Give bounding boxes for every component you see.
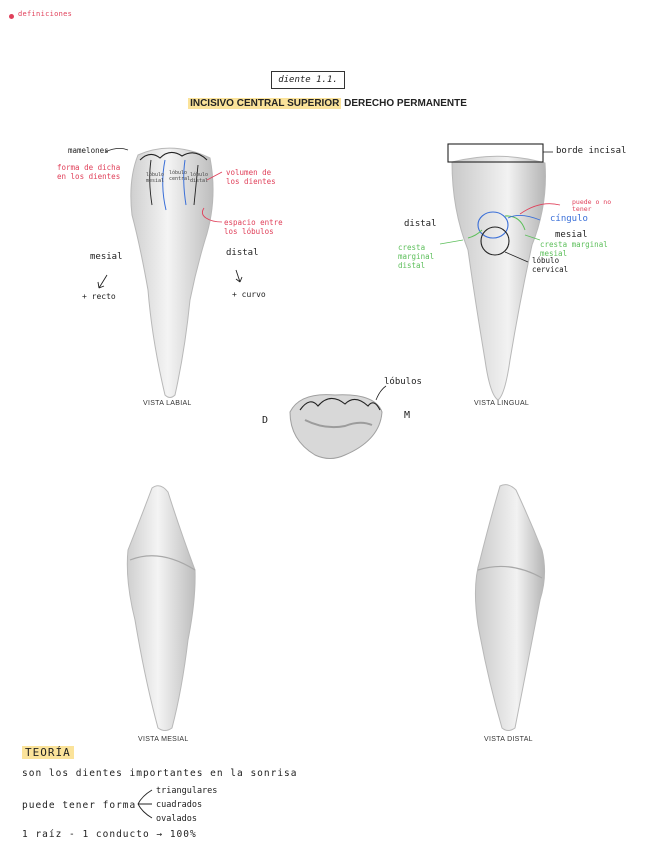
lingual-view-label: VISTA LINGUAL [474, 400, 530, 407]
labial-tooth [130, 147, 214, 398]
teoria-line-1: son los dientes importantes en la sonris… [22, 768, 298, 779]
curvo-arrow [235, 269, 243, 283]
distal-tooth [474, 484, 546, 731]
borde-incisal-box [447, 143, 544, 163]
teoria-line-2: puede tener forma [22, 800, 137, 811]
cingulo-arrow [507, 215, 541, 221]
teoria-line-3: 1 raíz - 1 conducto → 100% [22, 829, 197, 840]
note-m: M [404, 410, 411, 421]
note-curvo: + curvo [232, 290, 266, 299]
note-lobulos: lóbulos [384, 377, 422, 387]
lobe-mesial-label: lóbulo mesial [146, 172, 165, 184]
cresta-mesial-arrow [524, 234, 541, 241]
lobe-distal-label: lóbulo distal [190, 172, 209, 184]
note-d: D [262, 415, 269, 426]
page-title: INCISIVO CENTRAL SUPERIOR DERECHO PERMAN… [0, 98, 655, 109]
labial-view-label: VISTA LABIAL [143, 400, 192, 407]
espacio-arrow [205, 217, 223, 223]
incisal-tooth [289, 394, 383, 459]
cresta-distal-arrow [439, 239, 464, 245]
legend-dot [9, 14, 14, 19]
mamelones-arrow [104, 148, 129, 153]
note-volumen: volumen de los dientes [226, 168, 276, 186]
note-lingual-distal: distal [404, 219, 437, 229]
mesial-view-label: VISTA MESIAL [138, 736, 189, 743]
note-lobulo-cervical: lóbulo cervical [532, 256, 569, 274]
recto-arrow [97, 274, 108, 289]
note-mesial: mesial [90, 252, 123, 262]
note-cresta-mesial: cresta marginal mesial [540, 240, 608, 258]
form-triangulares: triangulares [156, 786, 218, 796]
lobe-central-label: lóbulo central [169, 170, 191, 182]
title-rest: DERECHO PERMANENTE [341, 98, 467, 109]
note-borde-incisal: borde incisal [556, 146, 627, 156]
note-forma: forma de dicha en los dientes [57, 163, 121, 181]
puede-arrow [519, 203, 561, 215]
note-espacio: espacio entre los lóbulos [224, 218, 283, 236]
tooth-code: diente 1.1. [271, 71, 345, 89]
note-puede-tener: puede o no tener [572, 198, 612, 213]
note-lingual-mesial: mesial [555, 230, 588, 240]
note-cresta-distal: cresta marginal distal [398, 243, 435, 270]
form-cuadrados: cuadrados [156, 800, 203, 810]
note-distal: distal [226, 248, 259, 258]
form-ovalados: ovalados [156, 814, 197, 824]
title-highlight: INCISIVO CENTRAL SUPERIOR [188, 98, 342, 109]
forms-brace [137, 789, 153, 819]
lobulos-arrow [375, 385, 387, 401]
legend-label: definiciones [18, 10, 73, 18]
note-cingulo: cíngulo [550, 214, 588, 224]
note-recto: + recto [82, 292, 116, 301]
lingual-tooth [447, 143, 553, 401]
distal-view-label: VISTA DISTAL [484, 736, 533, 743]
teoria-title: TEORÍA [22, 746, 74, 759]
note-mamelones: mamelones [68, 146, 109, 155]
cervical-arrow [504, 251, 529, 263]
volumen-arrow [206, 171, 223, 181]
mesial-tooth [126, 485, 196, 731]
